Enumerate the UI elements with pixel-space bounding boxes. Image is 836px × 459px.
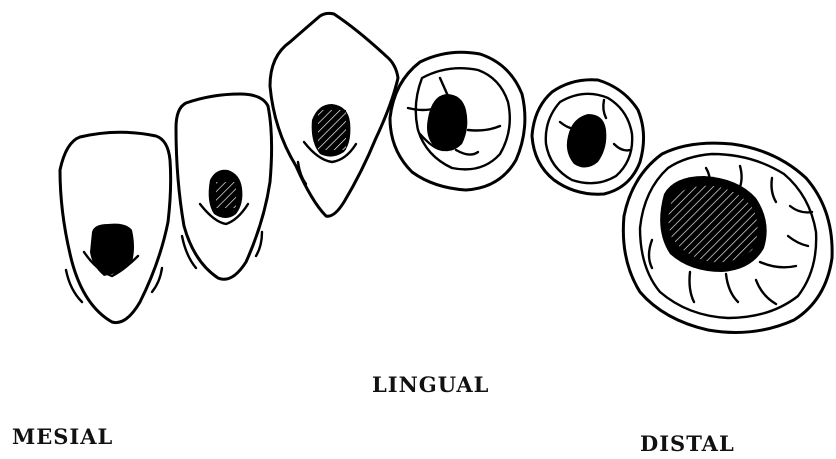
tooth-molar [623, 143, 832, 332]
tooth-canine [270, 13, 398, 216]
tooth-premolar-2 [532, 80, 644, 194]
label-distal: DISTAL [640, 431, 735, 456]
tooth-premolar-1 [390, 52, 525, 190]
label-lingual: LINGUAL [372, 372, 489, 397]
tooth-incisor-1 [60, 132, 171, 322]
tooth-incisor-2 [176, 94, 272, 279]
label-mesial: MESIAL [12, 424, 113, 449]
